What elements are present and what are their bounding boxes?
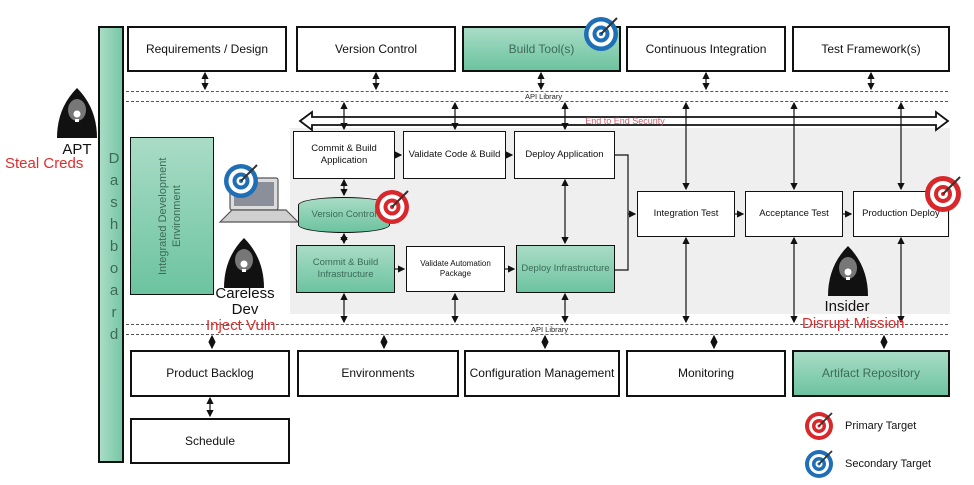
dashboard-bar: [98, 26, 124, 463]
apt-label: APT: [62, 141, 92, 158]
legend-secondary-target-icon: [805, 450, 833, 478]
api-bus-top-line-1: [126, 91, 948, 92]
secondary-target-icon: [584, 17, 618, 51]
api-bus-bottom-line-2: [126, 334, 948, 335]
careless-dev-label: Careless Dev: [215, 285, 275, 318]
deploy-infrastructure-box: Deploy Infrastructure: [516, 245, 615, 293]
api-bus-top-line-2: [126, 101, 948, 102]
apt-threat-label: Steal Creds: [5, 155, 84, 172]
dashboard-letter: d: [109, 326, 119, 343]
version-control-repo: Version Control: [298, 197, 390, 233]
test-frameworks-box: Test Framework(s): [792, 26, 950, 72]
product-backlog-box: Product Backlog: [130, 350, 290, 397]
api-library-bottom-label: API Library: [531, 325, 569, 334]
primary-target-icon: [925, 176, 961, 212]
requirements-design-box: Requirements / Design: [127, 26, 287, 72]
configuration-management-box: Configuration Management: [464, 350, 620, 397]
validate-automation-package-box: Validate Automation Package: [406, 246, 505, 292]
legend-secondary-target-label: Secondary Target: [845, 458, 932, 470]
validate-code-build-box: Validate Code & Build: [403, 131, 506, 179]
dashboard-letter: r: [111, 304, 117, 321]
end-to-end-security-label: End to End Security: [585, 116, 665, 126]
dashboard-letter: o: [109, 260, 119, 277]
insider-label: Insider: [824, 298, 870, 315]
commit-build-application-box: Commit & Build Application: [293, 131, 395, 179]
legend-primary-target-icon: [805, 412, 833, 440]
integration-test-box: Integration Test: [637, 191, 735, 237]
dashboard-letter: h: [109, 216, 119, 233]
careless-dev-hacker-icon: [224, 238, 264, 288]
legend-primary-target-label: Primary Target: [845, 420, 917, 432]
dashboard-letter: b: [109, 238, 119, 255]
dashboard-letter: D: [108, 150, 120, 167]
insider-threat-label: Disrupt Mission: [802, 315, 905, 332]
continuous-integration-box: Continuous Integration: [626, 26, 786, 72]
artifact-repository-box: Artifact Repository: [792, 350, 950, 397]
dashboard-letter: a: [109, 282, 119, 299]
version-control-box: Version Control: [296, 26, 456, 72]
monitoring-box: Monitoring: [626, 350, 786, 397]
ide-box: Integrated Development Environment: [130, 137, 214, 295]
dashboard-letter: a: [109, 172, 119, 189]
api-library-top-label: API Library: [525, 92, 563, 101]
commit-build-infrastructure-box: Commit & Build Infrastructure: [296, 245, 395, 293]
primary-target-icon: [375, 190, 409, 224]
dashboard-letter: s: [110, 194, 118, 211]
careless-dev-threat-label: Inject Vuln: [206, 317, 276, 334]
environments-box: Environments: [297, 350, 459, 397]
secondary-target-icon: [224, 164, 258, 198]
security-banner-arrow: [298, 110, 950, 132]
apt-hacker-icon: [57, 88, 97, 138]
acceptance-test-box: Acceptance Test: [745, 191, 843, 237]
schedule-box: Schedule: [130, 418, 290, 464]
insider-hacker-icon: [828, 246, 868, 296]
api-bus-bottom-line-1: [126, 324, 948, 325]
deploy-application-box: Deploy Application: [514, 131, 615, 179]
